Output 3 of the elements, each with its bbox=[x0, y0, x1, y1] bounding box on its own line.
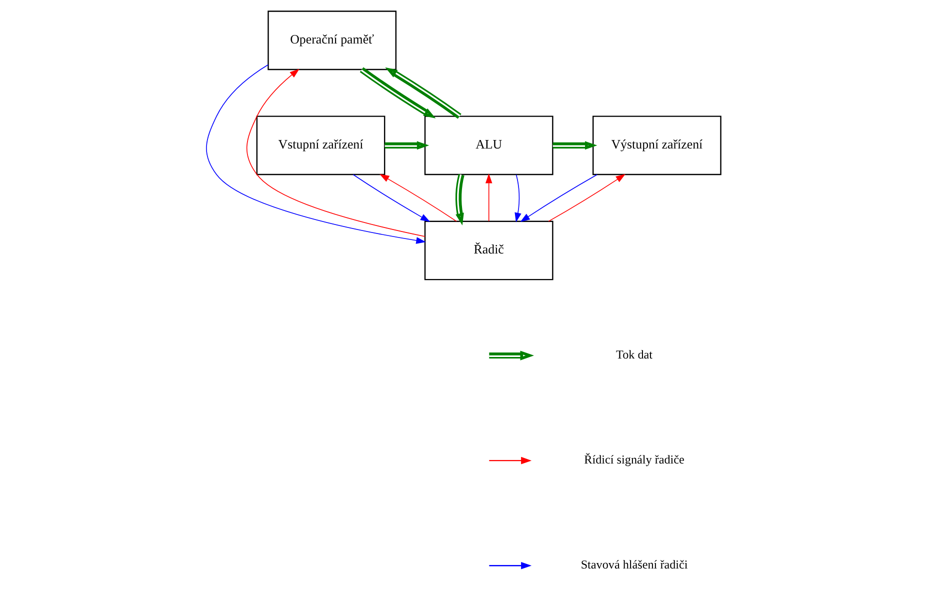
legend-label: Řídicí signály řadiče bbox=[584, 452, 684, 466]
legend-label: Tok dat bbox=[616, 347, 652, 362]
legend-label: Stavová hlášení řadiči bbox=[580, 557, 688, 572]
